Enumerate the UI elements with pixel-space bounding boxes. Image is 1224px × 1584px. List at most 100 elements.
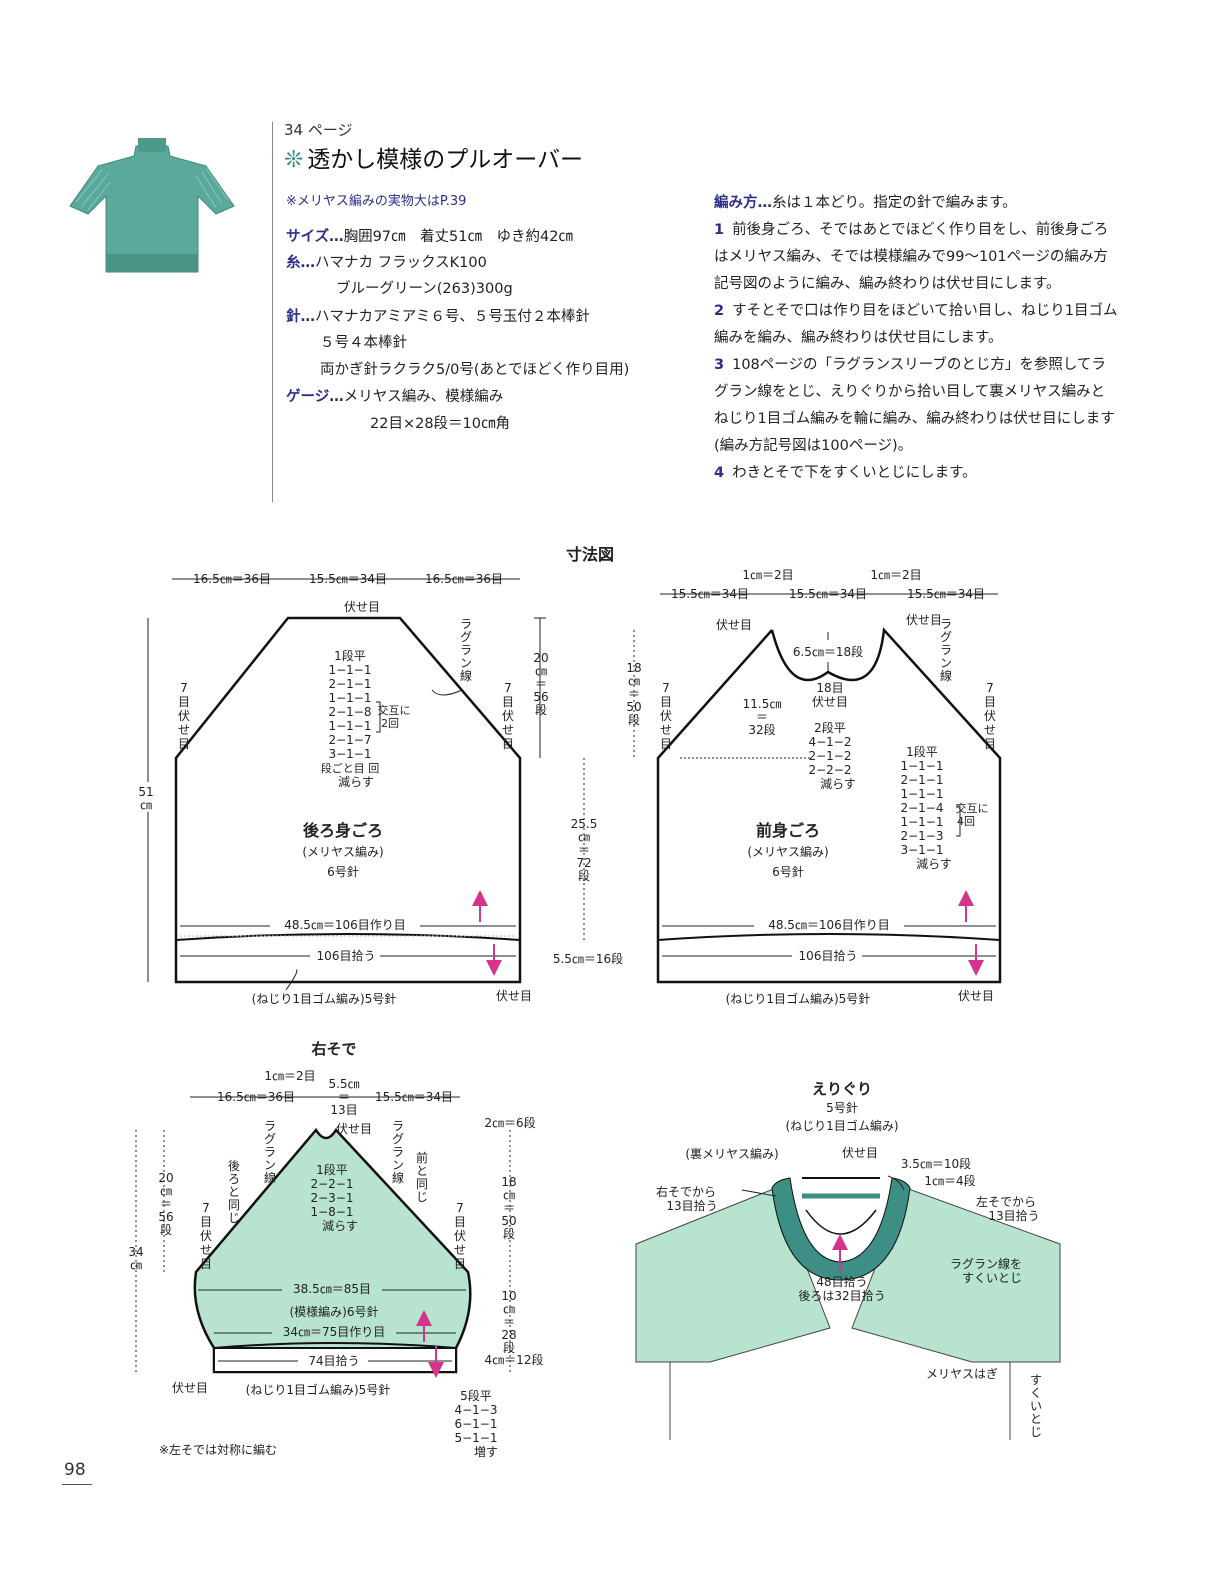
neck-graft: メリヤスはぎ bbox=[926, 1367, 998, 1381]
front-bind-left: 伏せ目 bbox=[716, 618, 752, 632]
sleeve-side-bind: 伏 bbox=[200, 1229, 212, 1243]
sleeve-rib: (ねじり1目ゴム編み)5号針 bbox=[246, 1382, 391, 1397]
back-rib: (ねじり1目ゴム編み)5号針 bbox=[252, 991, 397, 1006]
needle-line: 針…ハマナカアミアミ６号、５号玉付２本棒針 bbox=[286, 305, 590, 326]
gauge-line: ゲージ…メリヤス編み、模様編み bbox=[286, 385, 503, 406]
neck-bind: 伏せ目 bbox=[842, 1146, 878, 1160]
neck-height-1: 3.5㎝＝10段 bbox=[901, 1156, 971, 1171]
sleeve-top-mid: 5.5㎝ bbox=[328, 1077, 359, 1091]
neck-pickup-back: 後ろは32目拾う bbox=[798, 1288, 885, 1303]
front-raglan-dec: 1−1−1 bbox=[900, 787, 943, 801]
body-height: ㎝ bbox=[578, 830, 590, 844]
neck-title: えりぐり bbox=[812, 1080, 872, 1098]
needle-value: ハマナカアミアミ６号、５号玉付２本棒針 bbox=[315, 309, 590, 325]
sleeve-small-top: 1㎝＝2目 bbox=[264, 1069, 315, 1083]
back-side-bind: せ bbox=[178, 723, 190, 737]
front-neck-dec: 2段平 bbox=[814, 720, 846, 735]
back-side-bind: 伏 bbox=[502, 709, 514, 723]
step-text: 前後身ごろ、そではあとでほどく作り目をし、前後身ごろはメリヤス編み、そでは模様編… bbox=[714, 222, 1109, 292]
front-body-stitch: (メリヤス編み) bbox=[747, 844, 828, 859]
sleeve-side-bind: せ bbox=[200, 1243, 212, 1257]
sleeve-inc-line: 5段平 bbox=[460, 1388, 492, 1403]
front-body-needle: 6号針 bbox=[772, 864, 804, 879]
back-side-bind: 伏 bbox=[178, 709, 190, 723]
back-body: 16.5㎝＝36目 15.5㎝＝34目 16.5㎝＝36目 伏せ目 ラグラン線 … bbox=[136, 572, 623, 1006]
front-body-name: 前身ごろ bbox=[756, 821, 820, 840]
sleeve-raglan-left: ラグラン線 bbox=[264, 1119, 276, 1185]
sleeve-left-height: ＝ bbox=[160, 1197, 172, 1211]
sleeve-side-bind: 7 bbox=[456, 1201, 464, 1215]
back-body-needle: 6号針 bbox=[327, 864, 359, 879]
neck-from-left-2: 13目拾う bbox=[988, 1208, 1039, 1223]
front-raglan-dec: 1−1−1 bbox=[900, 815, 943, 829]
front-neck-dec: 2−2−2 bbox=[808, 763, 851, 777]
sleeve-side-bind: 目 bbox=[200, 1257, 212, 1271]
sleeve-side-bind: 目 bbox=[454, 1257, 466, 1271]
sleeve-right-height: ㎝ bbox=[503, 1188, 515, 1202]
front-top-small-1: 1㎝＝2目 bbox=[742, 568, 793, 582]
needle-value-3: 両かぎ針ラクラク5/0号(あとでほどく作り目用) bbox=[320, 362, 630, 378]
sleeve-left-height: 56 bbox=[158, 1210, 173, 1224]
front-side-bind: せ bbox=[660, 723, 672, 737]
sleeve-right-height-2: ＝ bbox=[503, 1315, 515, 1329]
front-top-width-1: 15.5㎝＝34目 bbox=[671, 587, 749, 601]
back-body-stitch: (メリヤス編み) bbox=[302, 844, 383, 859]
front-rib: (ねじり1目ゴム編み)5号針 bbox=[726, 991, 871, 1006]
front-top-small-2: 1㎝＝2目 bbox=[870, 568, 921, 582]
sleeve-inc-line: 6−1−1 bbox=[454, 1417, 497, 1431]
back-dec-line: 段ごと目 回 bbox=[321, 761, 380, 775]
front-left-height: 18 bbox=[626, 661, 641, 675]
back-side-bind: 7 bbox=[180, 681, 188, 695]
yarn-color: ブルーグリーン(263)300g bbox=[336, 281, 513, 297]
back-side-bind: 7 bbox=[504, 681, 512, 695]
sleeve-right-height: 50 bbox=[501, 1214, 516, 1228]
yarn-line: 糸…ハマナカ フラックスK100 bbox=[286, 251, 487, 272]
sleeve-same-front: 前と同じ bbox=[416, 1150, 428, 1204]
front-side-bind: 目 bbox=[660, 695, 672, 709]
back-right-height: ㎝ bbox=[535, 664, 547, 678]
back-top-width-3: 16.5㎝＝36目 bbox=[425, 572, 503, 586]
neck-rib: (ねじり1目ゴム編み) bbox=[786, 1118, 899, 1133]
front-neck-dec: 2−1−2 bbox=[808, 749, 851, 763]
sweater-thumbnail bbox=[69, 138, 235, 273]
front-neck-bind: 18目 bbox=[816, 681, 843, 695]
sleeve-side-bind: 目 bbox=[454, 1215, 466, 1229]
front-side-bind: 目 bbox=[660, 737, 672, 751]
sleeve-inc-line: 4−1−3 bbox=[454, 1403, 497, 1417]
yarn-label: 糸… bbox=[286, 255, 315, 271]
front-raglan-dec: 2−1−1 bbox=[900, 773, 943, 787]
front-top-width-3: 15.5㎝＝34目 bbox=[907, 587, 985, 601]
sleeve-cast-on: 34㎝＝75目作り目 bbox=[283, 1325, 386, 1339]
step-text: 108ページの「ラグランスリーブのとじ方」を参照してラグラン線をとじ、えりぐりか… bbox=[714, 357, 1115, 454]
sleeve-right-height: 18 bbox=[501, 1175, 516, 1189]
sleeve-right-height-2: 10 bbox=[501, 1289, 516, 1303]
back-total-height: 51 bbox=[138, 785, 153, 799]
needle-value-2: ５号４本棒針 bbox=[320, 335, 407, 351]
back-pickup: 106目拾う bbox=[317, 948, 376, 963]
needle-label: 針… bbox=[286, 309, 315, 325]
back-dec-line: 1−1−1 bbox=[328, 691, 371, 705]
sleeve-note: ※左そでは対称に編む bbox=[159, 1442, 277, 1457]
back-dec-line: 減らす bbox=[338, 774, 374, 789]
front-neck-bind-2: 伏せ目 bbox=[812, 695, 848, 709]
back-dec-line: 3−1−1 bbox=[328, 747, 371, 761]
sleeve-dec-line: 1段平 bbox=[316, 1162, 348, 1177]
front-body: 1㎝＝2目 1㎝＝2目 15.5㎝＝34目 15.5㎝＝34目 15.5㎝＝34… bbox=[626, 568, 1002, 1006]
page-number: 98 bbox=[64, 1460, 86, 1480]
sleeve-right-height-2: ㎝ bbox=[503, 1302, 515, 1316]
header-divider bbox=[272, 122, 273, 502]
sleeve-left-height: 20 bbox=[158, 1171, 173, 1185]
back-right-height: 段 bbox=[535, 702, 547, 717]
front-side-bind: 伏 bbox=[984, 709, 996, 723]
diagram-title: 寸法図 bbox=[566, 545, 614, 564]
page-number-underline bbox=[62, 1484, 92, 1485]
front-left-height: 段 bbox=[628, 712, 640, 727]
step-number: 1 bbox=[714, 222, 725, 238]
rib-height: 5.5㎝＝16段 bbox=[553, 951, 623, 966]
front-left-height: ＝ bbox=[628, 687, 640, 701]
front-neck-height: 11.5㎝ bbox=[743, 697, 782, 711]
back-top-width-1: 16.5㎝＝36目 bbox=[193, 572, 271, 586]
neck-from-right: 右そでから bbox=[656, 1184, 716, 1199]
